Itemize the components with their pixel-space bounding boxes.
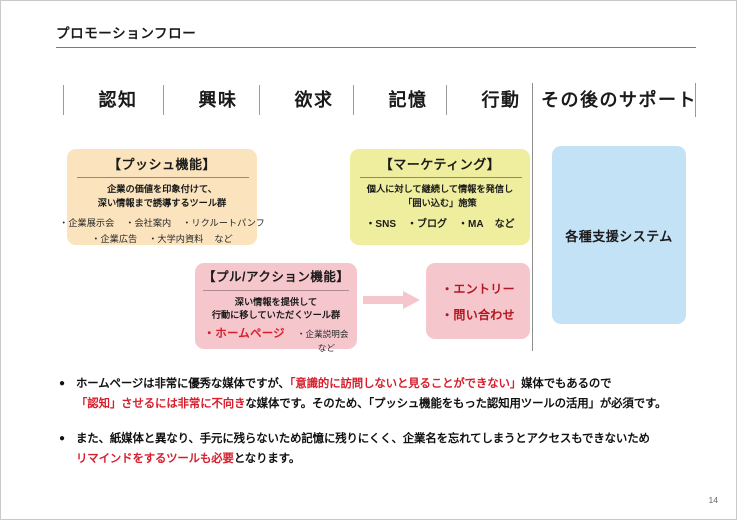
entry-line-entry: ・エントリー bbox=[441, 281, 515, 296]
stage-label-kodo: 行動 bbox=[481, 90, 521, 110]
bullet-text: な媒体です。そのため、「プッシュ機能をもった認知用ツールの活用」が必須です。 bbox=[245, 397, 667, 410]
pull-action-function-box: 【プル/アクション機能】 深い情報を提供して 行動に移していただくツール群 ・ホ… bbox=[195, 263, 357, 353]
pull-box-subtitle-line1: 深い情報を提供して bbox=[234, 296, 318, 307]
pull-box-title: 【プル/アクション機能】 bbox=[203, 270, 350, 284]
bullet-text: また、紙媒体と異なり、手元に残らないため記憶に残りにくく、企業名を忘れてしまうと… bbox=[76, 433, 650, 446]
pull-box-rule bbox=[203, 289, 349, 291]
bullet-marker-icon: ● bbox=[59, 433, 65, 445]
stage-divider bbox=[353, 85, 354, 115]
bullet-text-highlight: リマインドをするツールも必要 bbox=[76, 452, 234, 465]
push-box-subtitle-line1: 企業の価値を印象付けて、 bbox=[107, 184, 217, 195]
push-item-row: ・企業広告 ・大学内資料 など bbox=[77, 231, 247, 247]
push-box-title: 【プッシュ機能】 bbox=[107, 157, 216, 172]
title-block: プロモーションフロー bbox=[56, 26, 696, 49]
marketing-item: など bbox=[494, 218, 515, 230]
push-box-subtitle-line2: 深い情報まで誘導するツール群 bbox=[97, 197, 227, 208]
pull-item-company-briefing: ・企業説明会 bbox=[296, 329, 349, 340]
bullet-line: ● また、紙媒体と異なり、手元に残らないため記憶に残りにくく、企業名を忘れてしまう… bbox=[59, 430, 719, 450]
bullet-line: 「認知」させるには非常に不向きな媒体です。そのため、「プッシュ機能をもった認知用… bbox=[59, 395, 719, 415]
marketing-box-title: 【マーケティング】 bbox=[379, 157, 501, 172]
stage-label-yokkyu: 欲求 bbox=[294, 90, 334, 110]
push-item: ・企業広告 bbox=[91, 234, 138, 245]
entry-inquiry-box: ・エントリー ・問い合わせ bbox=[426, 263, 530, 339]
stage-label-kyomi: 興味 bbox=[198, 90, 238, 110]
push-item: ・リクルートパンフ bbox=[182, 217, 265, 228]
push-item: ・会社案内 bbox=[125, 217, 172, 228]
bullet-text-highlight: 「意識的に訪問しないと見ることができない」 bbox=[289, 378, 522, 390]
pull-item-row: ・ホームページ ・企業説明会 bbox=[203, 325, 349, 341]
bullet-notes: ● ホームページは非常に優秀な媒体ですが、「意識的に訪問しないと見ることができない… bbox=[59, 375, 719, 485]
support-system-box: 各種支援システム bbox=[552, 146, 686, 324]
bullet-item: ● また、紙媒体と異なり、手元に残らないため記憶に残りにくく、企業名を忘れてしまう… bbox=[59, 430, 719, 469]
push-item: ・企業展示会 bbox=[59, 217, 115, 228]
push-box-rule bbox=[77, 177, 249, 179]
push-item: ・大学内資料 bbox=[148, 234, 204, 245]
bullet-text: となります。 bbox=[233, 452, 301, 465]
push-item: など bbox=[214, 234, 233, 245]
marketing-item: ・MA bbox=[458, 218, 484, 230]
stage-divider bbox=[163, 85, 164, 115]
stage-label-after-support: その後のサポート bbox=[541, 90, 697, 110]
stage-divider bbox=[259, 85, 260, 115]
page-title: プロモーションフロー bbox=[56, 26, 197, 41]
bullet-text: ホームページは非常に優秀な媒体ですが、 bbox=[76, 378, 290, 390]
pull-box-subtitle-line2: 行動に移していただくツール群 bbox=[211, 309, 341, 320]
push-function-box: 【プッシュ機能】 企業の価値を印象付けて、 深い情報まで誘導するツール群 ・企業… bbox=[59, 149, 265, 247]
support-column-divider bbox=[532, 83, 533, 351]
stage-label-ninchi: 認知 bbox=[98, 90, 138, 110]
stage-divider bbox=[63, 85, 64, 115]
push-item-row: ・企業展示会 ・会社案内 ・リクルートパンフ bbox=[59, 215, 265, 231]
entry-line-inquiry: ・問い合わせ bbox=[441, 307, 515, 322]
pull-item-homepage: ・ホームページ bbox=[203, 328, 285, 341]
title-underline bbox=[56, 47, 696, 49]
stage-header-row: 認知 興味 欲求 記憶 行動 その後のサポート bbox=[63, 81, 697, 117]
right-edge-divider bbox=[695, 83, 696, 117]
pull-item-etc: など bbox=[317, 343, 335, 354]
marketing-item-row: ・SNS ・ブログ ・MA など bbox=[360, 216, 520, 233]
support-system-label: 各種支援システム bbox=[565, 228, 673, 244]
stage-divider bbox=[446, 85, 447, 115]
bullet-line: リマインドをするツールも必要となります。 bbox=[59, 450, 719, 470]
marketing-item: ・ブログ bbox=[407, 218, 447, 230]
flow-arrow-icon bbox=[363, 290, 421, 310]
bullet-marker-icon: ● bbox=[59, 378, 65, 389]
page-number: 14 bbox=[708, 495, 718, 505]
bullet-line: ● ホームページは非常に優秀な媒体ですが、「意識的に訪問しないと見ることができない… bbox=[59, 375, 719, 395]
marketing-box-rule bbox=[360, 177, 522, 179]
marketing-item: ・SNS bbox=[365, 218, 396, 230]
stage-label-kioku: 記憶 bbox=[388, 90, 428, 110]
bullet-text: 媒体でもあるので bbox=[521, 378, 612, 390]
bullet-item: ● ホームページは非常に優秀な媒体ですが、「意識的に訪問しないと見ることができない… bbox=[59, 375, 719, 414]
marketing-box-subtitle-line2: 「囲い込む」施策 bbox=[403, 197, 477, 208]
bullet-text-highlight: 「認知」させるには非常に不向き bbox=[76, 397, 246, 410]
marketing-box: 【マーケティング】 個人に対して継続して情報を発信し 「囲い込む」施策 ・SNS… bbox=[350, 149, 530, 245]
marketing-box-subtitle-line1: 個人に対して継続して情報を発信し bbox=[366, 184, 514, 195]
push-box-item-list: ・企業展示会 ・会社案内 ・リクルートパンフ ・企業広告 ・大学内資料 など bbox=[59, 215, 265, 247]
